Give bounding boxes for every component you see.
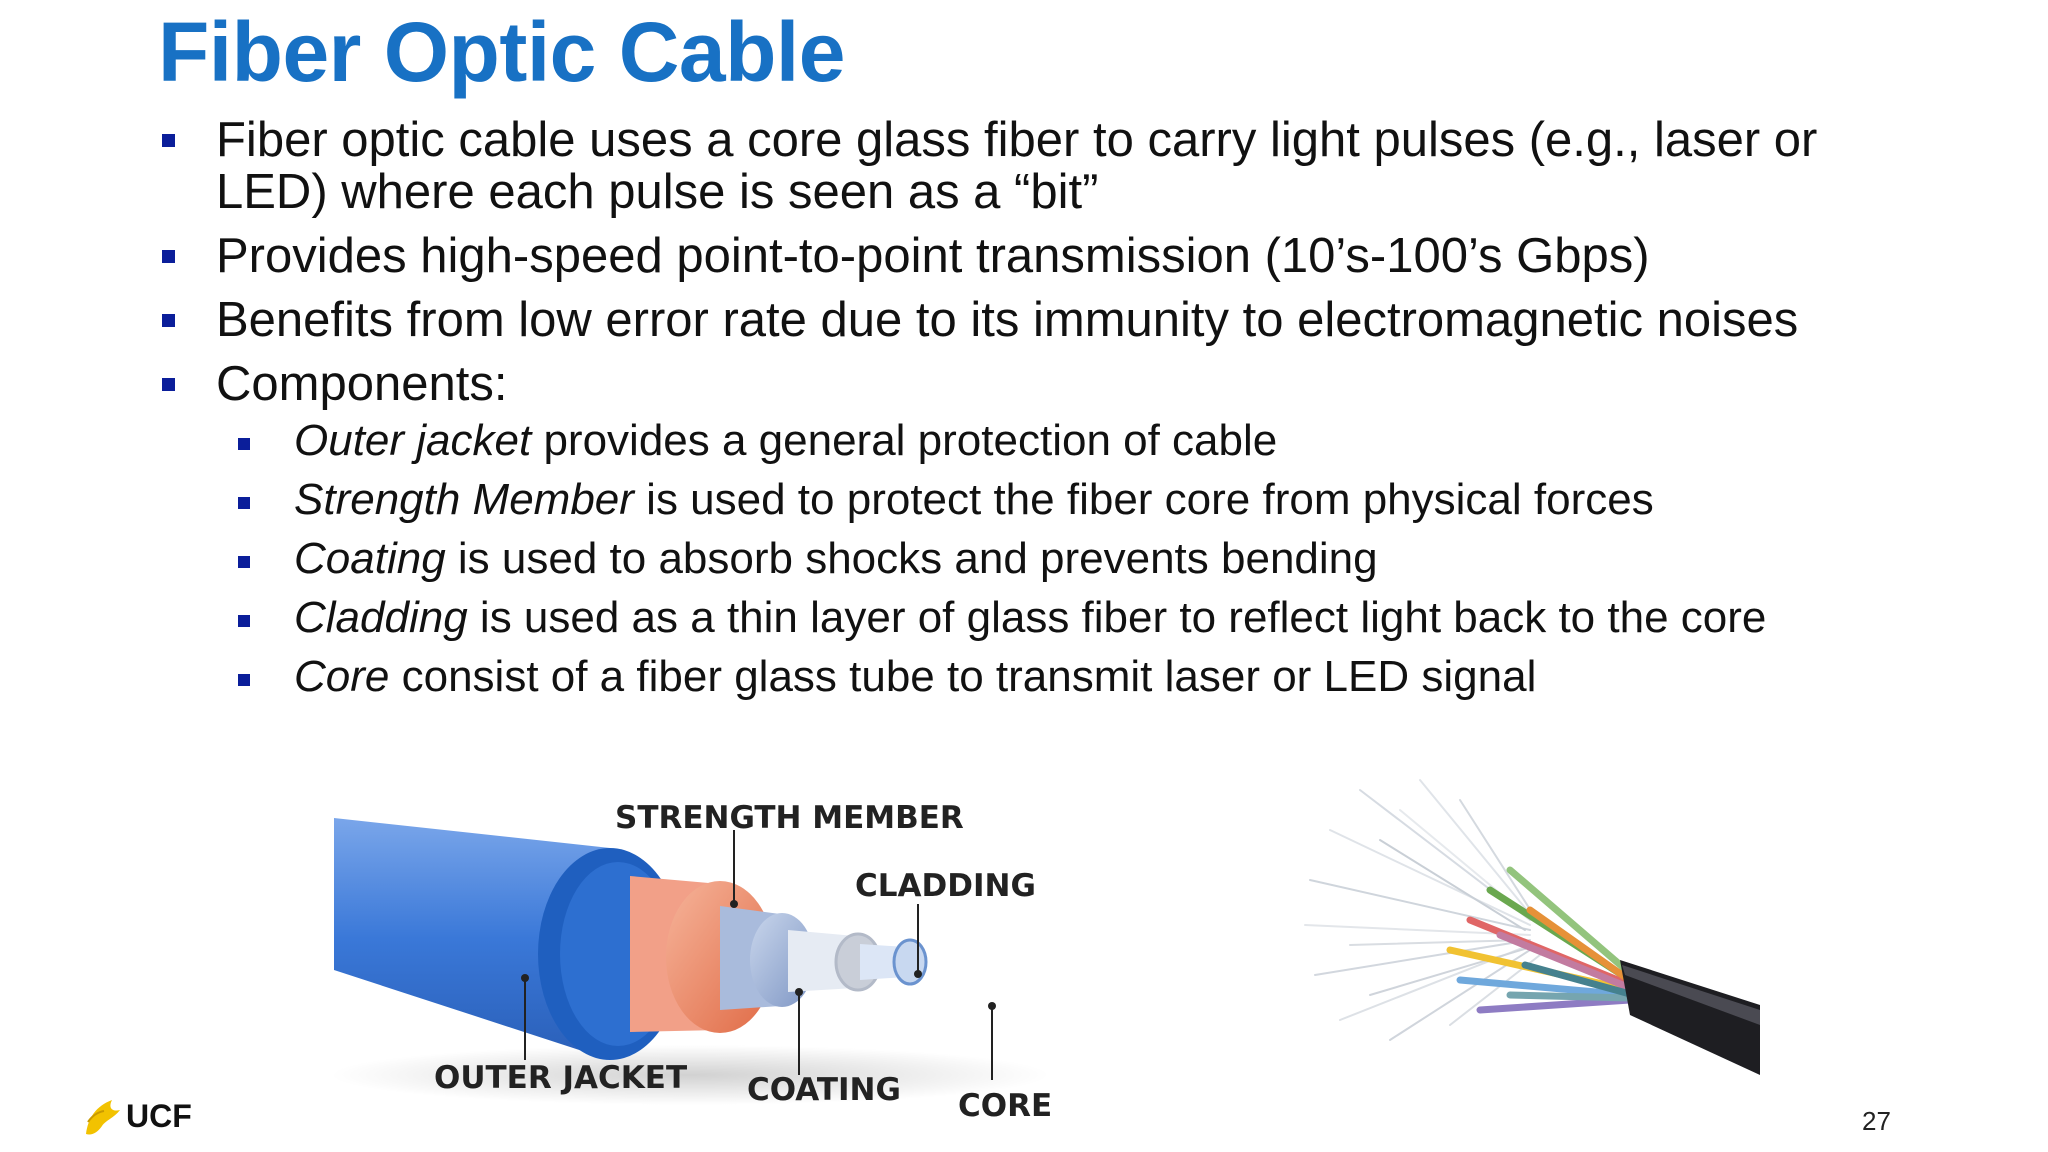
component-description: is used as a thin layer of glass fiber t… (467, 593, 1767, 642)
square-bullet-icon (162, 314, 175, 327)
square-bullet-icon (162, 250, 175, 263)
component-description: is used to absorb shocks and prevents be… (445, 534, 1378, 583)
page-number: 27 (1862, 1106, 1891, 1136)
logo-text: UCF (126, 1098, 192, 1134)
square-bullet-icon (238, 556, 250, 568)
label-core: CORE (958, 1088, 1052, 1124)
square-bullet-icon (238, 497, 250, 509)
slide-title: Fiber Optic Cable (158, 5, 845, 99)
label-cladding: CLADDING (855, 868, 1036, 904)
core-end (892, 938, 928, 986)
label-coating: COATING (747, 1072, 901, 1108)
cable-sheath (1620, 960, 1760, 1075)
bullet-text: Benefits from low error rate due to its … (216, 293, 1799, 347)
component-term: Cladding (294, 593, 468, 642)
bullet-text: Components: (216, 357, 508, 411)
colored-fibers (1446, 866, 1636, 1014)
component-description: provides a general protection of cable (531, 416, 1278, 465)
bullet-text: Provides high-speed point-to-point trans… (216, 229, 1650, 283)
leader-lines (524, 830, 993, 1080)
square-bullet-icon (238, 438, 250, 450)
component-term: Outer jacket (294, 416, 532, 465)
label-strength-member: STRENGTH MEMBER (615, 800, 964, 836)
component-description: is used to protect the fiber core from p… (633, 475, 1654, 524)
cable-shadow (330, 1045, 1050, 1105)
component-description: consist of a fiber glass tube to transmi… (389, 652, 1537, 701)
sub-bullet-item: Coating is used to absorb shocks and pre… (160, 534, 1910, 584)
square-bullet-icon (162, 378, 175, 391)
square-bullet-icon (238, 674, 250, 686)
component-term: Coating (294, 534, 446, 583)
bullet-list: Fiber optic cable uses a core glass fibe… (160, 114, 1910, 711)
bullet-text: Fiber optic cable uses a core glass fibe… (216, 113, 1818, 219)
component-term: Core (294, 652, 390, 701)
cable-layers-diagram: STRENGTH MEMBER CLADDING OUTER JACKET CO… (330, 800, 1052, 1124)
pegasus-icon (86, 1100, 120, 1135)
bullet-item: Fiber optic cable uses a core glass fibe… (160, 114, 1910, 218)
component-term: Strength Member (294, 475, 634, 524)
sub-bullet-item: Cladding is used as a thin layer of glas… (160, 593, 1910, 643)
label-outer-jacket: OUTER JACKET (434, 1060, 687, 1096)
sub-bullet-item: Strength Member is used to protect the f… (160, 475, 1910, 525)
ucf-logo: UCF (82, 1096, 212, 1144)
sub-bullet-item: Outer jacket provides a general protecti… (160, 416, 1910, 466)
bullet-item: Components: (160, 358, 1910, 410)
outer-jacket-shape (334, 818, 610, 1060)
leader-dots (521, 900, 996, 1010)
square-bullet-icon (238, 615, 250, 627)
bullet-item: Provides high-speed point-to-point trans… (160, 230, 1910, 282)
bullet-item: Benefits from low error rate due to its … (160, 294, 1910, 346)
square-bullet-icon (162, 134, 175, 147)
fiber-bundle-photo (1304, 779, 1760, 1075)
bare-fibers (1304, 779, 1541, 1041)
sub-bullet-item: Core consist of a fiber glass tube to tr… (160, 652, 1910, 702)
